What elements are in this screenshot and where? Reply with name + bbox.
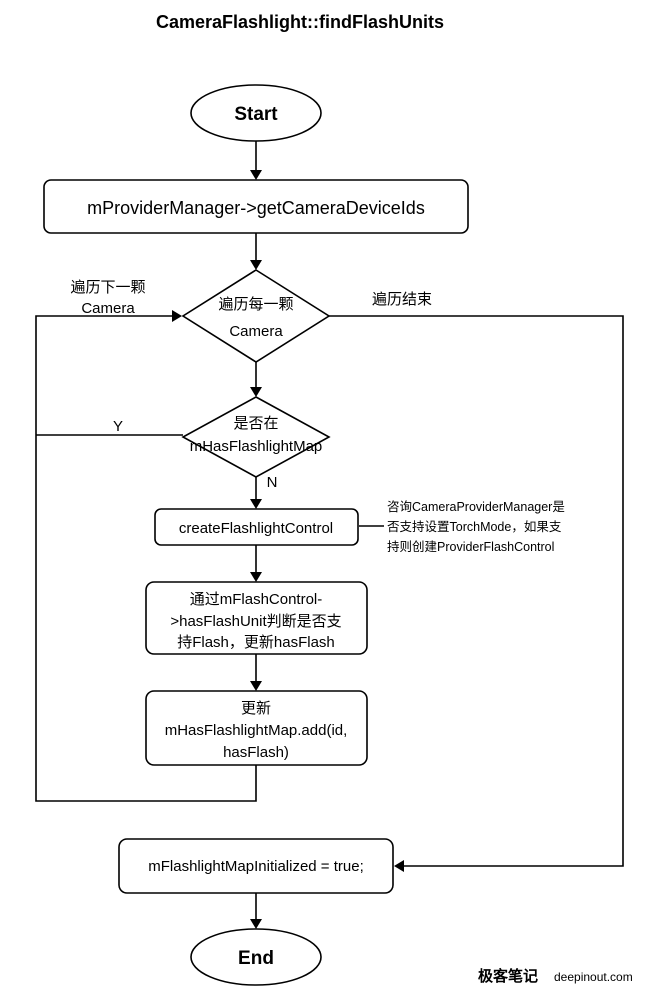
label-no: N	[267, 474, 278, 491]
edge-loop-finished	[329, 315, 624, 867]
map-initialized-label: mFlashlightMapInitialized = true;	[148, 858, 364, 875]
start-node	[190, 84, 322, 142]
update-map-label-2: mHasFlashlightMap.add(id,	[165, 722, 348, 739]
arrowhead-hasunit	[250, 572, 262, 582]
create-control-label: createFlashlightControl	[179, 520, 333, 537]
check-decision-label-1: 是否在	[233, 415, 278, 432]
update-map-label-1: 更新	[241, 700, 271, 717]
arrowhead-create	[250, 499, 262, 509]
arrowhead-loop	[250, 260, 262, 270]
note-line-2: 否支持设置TorchMode，如果支	[387, 519, 562, 534]
start-label: Start	[234, 104, 278, 125]
get-device-ids-label: mProviderManager->getCameraDeviceIds	[87, 198, 425, 218]
label-next-camera-2: Camera	[81, 300, 135, 317]
arrowhead-init	[394, 860, 404, 872]
get-device-ids-box	[43, 179, 469, 234]
note-line-3: 持则创建ProviderFlashControl	[387, 539, 554, 554]
check-decision-label-2: mHasFlashlightMap	[190, 438, 323, 455]
arrowhead-update	[250, 681, 262, 691]
has-flash-unit-box	[145, 581, 368, 655]
label-next-camera-1: 遍历下一颗	[70, 279, 145, 296]
loop-decision-label-2: Camera	[229, 323, 283, 340]
check-decision-diamond	[181, 396, 331, 478]
has-flash-unit-label-1: 通过mFlashControl-	[190, 591, 323, 608]
arrowhead-check	[250, 387, 262, 397]
has-flash-unit-label-2: >hasFlashUnit判断是否支	[170, 613, 341, 630]
watermark-site: deepinout.com	[554, 970, 633, 984]
update-map-box	[145, 690, 368, 766]
label-loop-finished: 遍历结束	[372, 291, 432, 308]
create-control-box	[154, 508, 359, 546]
label-yes: Y	[113, 418, 123, 435]
end-label: End	[238, 948, 274, 969]
loop-decision-diamond	[181, 269, 331, 363]
loop-decision-label-1: 遍历每一颗	[218, 296, 293, 313]
map-initialized-box	[118, 838, 394, 894]
has-flash-unit-label-3: 持Flash，更新hasFlash	[177, 634, 335, 651]
arrowhead-getids	[250, 170, 262, 180]
arrowhead-end	[250, 919, 262, 929]
update-map-label-3: hasFlash)	[223, 744, 289, 761]
end-node	[190, 928, 322, 986]
diagram-title: CameraFlashlight::findFlashUnits	[156, 12, 444, 32]
note-line-1: 咨询CameraProviderManager是	[387, 499, 565, 514]
watermark-brand: 极客笔记	[478, 967, 538, 985]
arrowhead-loop-back	[172, 310, 182, 322]
edge-update-loop-back	[35, 315, 257, 802]
